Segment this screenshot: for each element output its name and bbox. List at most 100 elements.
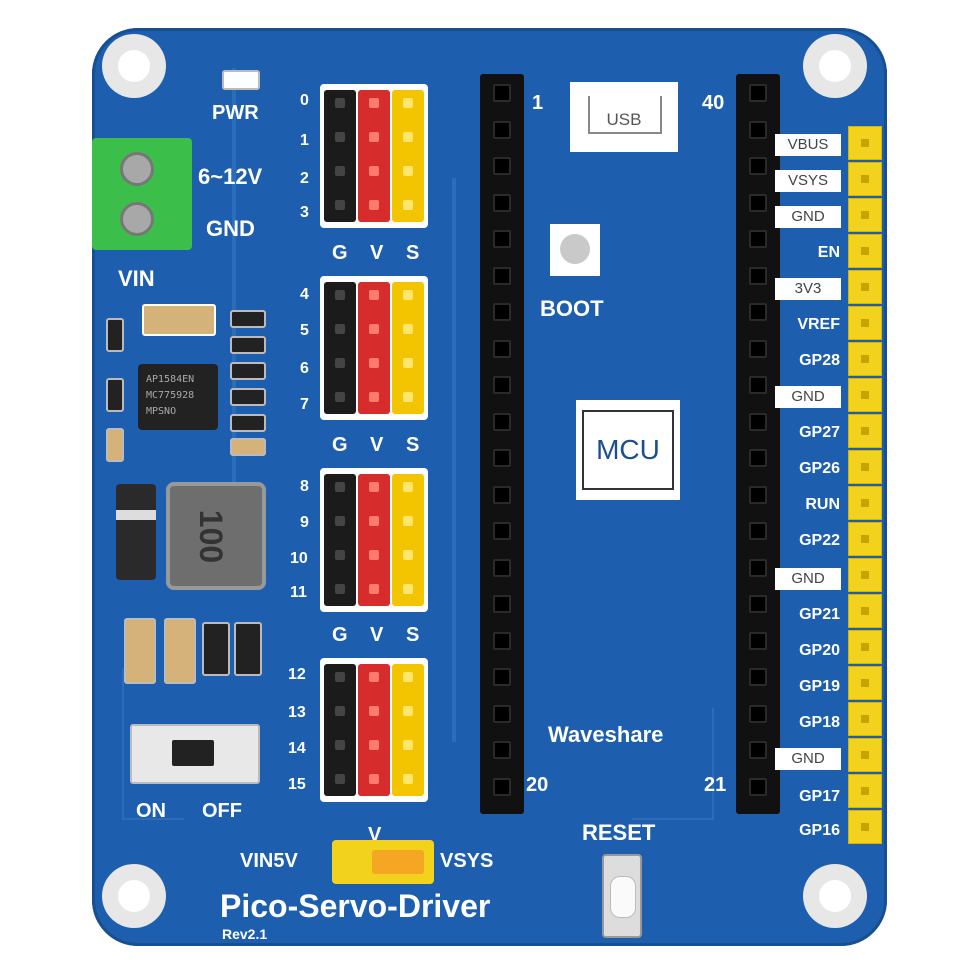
gpio-pin[interactable] — [848, 486, 882, 520]
power-terminal-block — [92, 138, 192, 250]
power-pin-row — [358, 282, 390, 414]
header-pin-hole — [493, 266, 511, 285]
servo-pin — [403, 132, 413, 142]
resistor — [230, 388, 266, 406]
pin-label-boxed: 3V3 — [775, 278, 841, 300]
reset-button-cap[interactable] — [610, 876, 636, 918]
boot-button[interactable] — [550, 224, 600, 276]
terminal-screw-icon — [120, 152, 154, 186]
gpio-pin[interactable] — [848, 342, 882, 376]
header-pin-hole — [749, 522, 767, 540]
servo-header-0-3[interactable] — [320, 84, 428, 228]
header-pin-hole — [749, 595, 767, 613]
servo-header-4-7[interactable] — [320, 276, 428, 420]
gpio-pin[interactable] — [848, 234, 882, 268]
mounting-hole-top-right — [803, 34, 867, 98]
signal-pin-row — [392, 282, 424, 414]
header-pin-hole — [493, 704, 511, 723]
terminal-screw-icon — [120, 202, 154, 236]
gpio-pin[interactable] — [848, 414, 882, 448]
gpio-pin[interactable] — [848, 450, 882, 484]
product-name: Pico-Servo-Driver — [220, 888, 491, 924]
switch-knob[interactable] — [172, 740, 214, 766]
header-pin-hole — [749, 668, 767, 686]
gpio-pin[interactable] — [848, 378, 882, 412]
voltage-jumper[interactable] — [332, 840, 434, 884]
servo-pin — [403, 200, 413, 210]
servo-header-12-15[interactable] — [320, 658, 428, 802]
servo-pin — [335, 672, 345, 682]
servo-pin — [403, 516, 413, 526]
brand-label: Waveshare — [548, 722, 664, 747]
header-pin-hole — [493, 339, 511, 358]
resistor — [106, 378, 124, 412]
header-pin-hole — [493, 485, 511, 504]
pin-1-label: 1 — [532, 92, 544, 114]
pin-40-label: 40 — [702, 92, 725, 114]
servo-pin — [369, 132, 379, 142]
gpio-pin[interactable] — [848, 666, 882, 700]
resistor — [230, 362, 266, 380]
header-pin-hole — [493, 157, 511, 175]
servo-pin — [403, 166, 413, 176]
pin-label: GP28 — [799, 352, 840, 369]
servo-pin — [369, 392, 379, 402]
servo-pin — [335, 482, 345, 492]
gpio-pin[interactable] — [848, 126, 882, 160]
servo-pin — [369, 550, 379, 560]
servo-pin — [335, 774, 345, 784]
switch-off-label: OFF — [202, 800, 242, 822]
channel-number: 10 — [290, 550, 308, 567]
gvs-g-label: G — [332, 624, 348, 646]
gpio-pin[interactable] — [848, 270, 882, 304]
gpio-pin[interactable] — [848, 774, 882, 808]
gpio-pin[interactable] — [848, 162, 882, 196]
gvs-g-label: G — [332, 434, 348, 456]
gpio-pin[interactable] — [848, 198, 882, 232]
reset-label: RESET — [582, 820, 656, 845]
header-pin-hole — [749, 485, 767, 504]
channel-number: 5 — [300, 322, 309, 339]
gpio-pin[interactable] — [848, 738, 882, 772]
gpio-pin[interactable] — [848, 594, 882, 628]
header-pin-hole — [749, 84, 767, 102]
servo-header-8-11[interactable] — [320, 468, 428, 612]
gpio-pin[interactable] — [848, 630, 882, 664]
header-pin-hole — [749, 449, 767, 467]
power-switch[interactable] — [130, 724, 260, 784]
gpio-pin[interactable] — [848, 810, 882, 844]
channel-number: 8 — [300, 478, 309, 495]
gpio-pin[interactable] — [848, 558, 882, 592]
servo-pin — [403, 358, 413, 368]
header-pin-hole — [493, 84, 511, 102]
schottky-diode — [116, 484, 156, 580]
header-pin-hole — [749, 120, 767, 139]
boot-button-cap[interactable] — [560, 234, 590, 264]
mounting-hole-bottom-left — [102, 864, 166, 928]
pin-label-boxed: GND — [775, 748, 841, 770]
servo-pin — [335, 290, 345, 300]
gpio-pin[interactable] — [848, 522, 882, 556]
signal-pin-row — [392, 474, 424, 606]
pico-header-right — [736, 74, 780, 814]
servo-pin — [369, 482, 379, 492]
pin-label-boxed: VBUS — [775, 134, 841, 156]
channel-number: 0 — [300, 92, 309, 109]
header-pin-hole — [493, 230, 511, 248]
gpio-pin[interactable] — [848, 702, 882, 736]
servo-pin — [335, 132, 345, 142]
inductor-marking: 100 — [193, 509, 230, 564]
pin-label: VREF — [797, 316, 840, 333]
usb-marker: USB — [570, 82, 678, 152]
jumper-cap[interactable] — [372, 850, 424, 874]
pin-label: GP22 — [799, 532, 840, 549]
resistor — [230, 336, 266, 354]
pin-label: GP27 — [799, 424, 840, 441]
gpio-pin[interactable] — [848, 306, 882, 340]
header-pin-hole — [493, 376, 511, 394]
reset-button[interactable] — [602, 854, 642, 938]
gvs-s-label: S — [406, 434, 420, 456]
servo-pin — [403, 672, 413, 682]
servo-pin — [335, 740, 345, 750]
power-pin-row — [358, 664, 390, 796]
